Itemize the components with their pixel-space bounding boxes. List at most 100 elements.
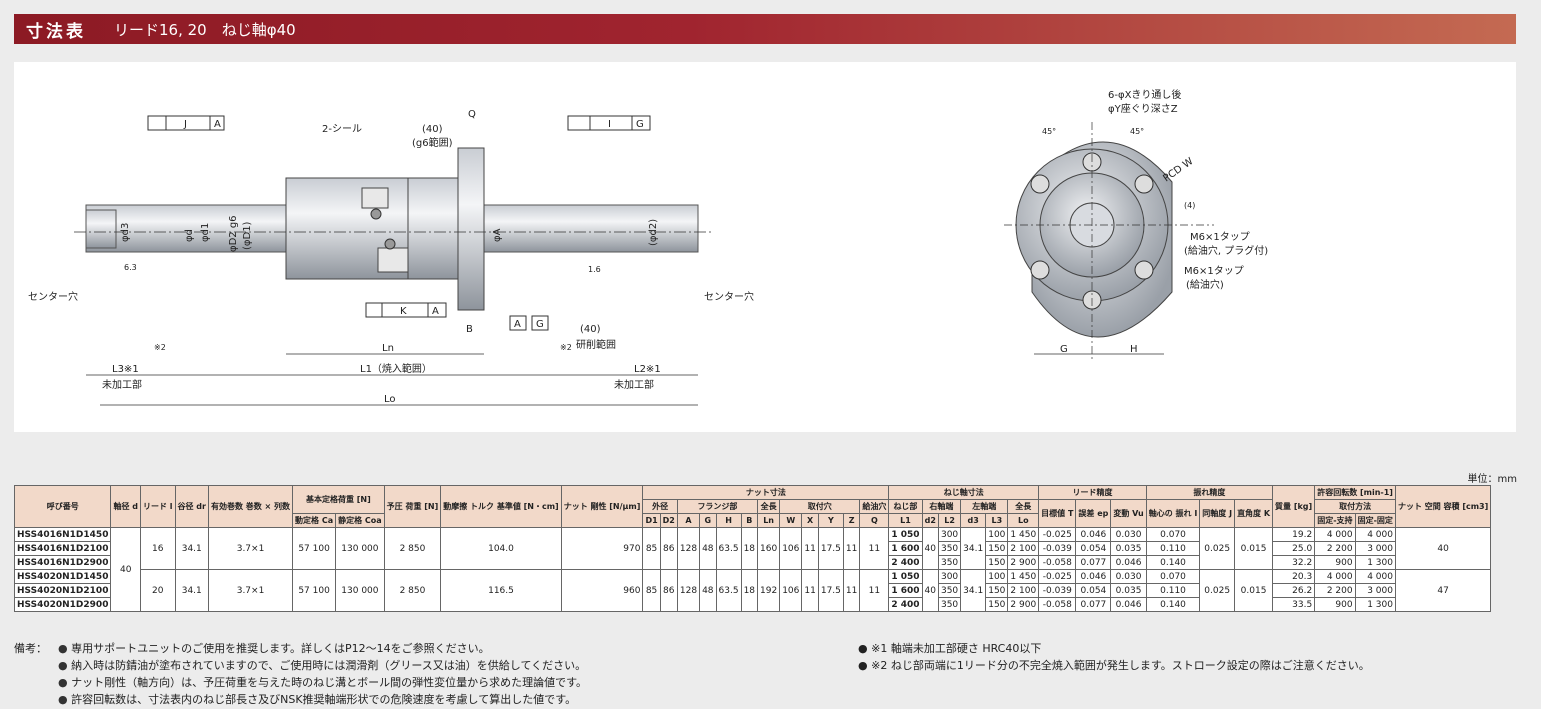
hdr-Q: Q xyxy=(859,513,890,528)
hdr-load: 基本定格荷重 [N] xyxy=(292,485,385,514)
unit-label: 単位：mm xyxy=(1467,474,1517,485)
table-cell: 2 850 xyxy=(383,569,442,612)
table-cell: -0.039 xyxy=(1038,583,1077,598)
table-cell: 11 xyxy=(859,569,890,612)
table-cell: 2 400 xyxy=(888,555,923,570)
hdr-flange: フランジ部 xyxy=(676,499,759,514)
hdr-left: 左軸端 xyxy=(960,499,1009,514)
nut-flange xyxy=(457,147,485,311)
table-cell: 2 100 xyxy=(1007,583,1040,598)
table-cell: 300 xyxy=(937,569,962,584)
note-item: 納入時は防錆油が塗布されていますので、ご使用時には潤滑剤（グリース又は油）を供給… xyxy=(58,657,587,674)
table-cell: -0.039 xyxy=(1038,541,1077,556)
hdr-total: 全長 xyxy=(757,499,781,514)
table-cell: 4 000 xyxy=(1314,569,1356,584)
table-cell: 20.3 xyxy=(1272,569,1316,584)
table-cell: 4 000 xyxy=(1354,527,1396,542)
table-cell: 32.2 xyxy=(1272,555,1316,570)
table-cell: 34.1 xyxy=(174,527,209,570)
tol-k-label: K xyxy=(400,306,407,317)
note-item: ※1 軸端未加工部硬さ HRC40以下 xyxy=(858,640,1370,657)
hdr-Lo: Lo xyxy=(1007,513,1040,528)
table-cell: -0.025 xyxy=(1038,569,1077,584)
table-cell: 1 600 xyxy=(888,541,923,556)
technical-drawing: J A I G K A 2-シール (40) (g6範囲) Q B A G (4… xyxy=(14,62,1516,432)
hdr-m1: 固定-支持 xyxy=(1314,513,1356,528)
left-shaft-end xyxy=(85,209,117,249)
table-cell: 2 850 xyxy=(383,527,442,570)
hdr-Y: Y xyxy=(817,513,844,528)
table-cell: 0.110 xyxy=(1145,541,1201,556)
table-cell: 17.5 xyxy=(817,527,844,570)
table-cell: 34.1 xyxy=(960,569,987,612)
table-cell: 0.054 xyxy=(1075,541,1112,556)
table-cell: 86 xyxy=(659,527,678,570)
table-cell: 0.046 xyxy=(1110,555,1147,570)
datum-g: G xyxy=(536,319,544,330)
table-cell: 350 xyxy=(937,555,962,570)
hdr-A: A xyxy=(676,513,701,528)
table-cell: 900 xyxy=(1314,597,1356,612)
hdr-total2: 全長 xyxy=(1007,499,1040,514)
hdr-lead-acc: リード精度 xyxy=(1038,485,1147,500)
table-cell: 0.015 xyxy=(1234,527,1274,570)
hdr-L1: L1 xyxy=(888,513,923,528)
table-cell: 85 xyxy=(642,527,661,570)
hdr-nut: ナット寸法 xyxy=(642,485,890,500)
hdr-rigidity: ナット 剛性 [N/μm] xyxy=(560,485,644,528)
hdr-right: 右軸端 xyxy=(921,499,962,514)
table-cell: 0.054 xyxy=(1075,583,1112,598)
hdr-space: ナット 空間 容積 [cm3] xyxy=(1394,485,1492,528)
table-cell: 57 100 xyxy=(292,569,337,612)
center-hole-right: センター穴 xyxy=(704,290,754,303)
table-cell: 0.110 xyxy=(1145,583,1201,598)
table-cell: 1 300 xyxy=(1354,555,1396,570)
table-cell: 40 xyxy=(1394,527,1492,570)
tap1-label: M6×1タップ xyxy=(1190,231,1250,243)
tap2-label: M6×1タップ xyxy=(1184,265,1244,277)
table-cell: 34.1 xyxy=(960,527,987,570)
table-cell: 116.5 xyxy=(440,569,562,612)
table-cell: 1 050 xyxy=(888,527,923,542)
hdr-B: B xyxy=(740,513,759,528)
unmachined-left: 未加工部 xyxy=(102,378,142,391)
tol-a-label: A xyxy=(214,119,221,130)
tol-i-label: I xyxy=(608,119,611,130)
table-cell: 130 000 xyxy=(335,527,385,570)
notes-left: 備考： 専用サポートユニットのご使用を推奨します。詳しくはP12〜14をご参照く… xyxy=(14,640,587,708)
table-cell: 106 xyxy=(779,527,803,570)
seal-label: 2-シール xyxy=(322,124,362,135)
note2-right: ※2 xyxy=(560,343,572,352)
table-cell: HSS4016N1D2100 xyxy=(13,541,112,556)
hdr-d2: d2 xyxy=(921,513,939,528)
hdr-Z: Z xyxy=(842,513,861,528)
table-cell: 3 000 xyxy=(1354,583,1396,598)
label-phi-d3: φd3 xyxy=(120,223,131,242)
table-cell: 350 xyxy=(937,541,962,556)
table-cell: 40 xyxy=(921,569,939,612)
table-cell: 0.077 xyxy=(1075,597,1112,612)
table-cell: 104.0 xyxy=(440,527,562,570)
oil-plug-icon xyxy=(370,208,382,220)
section-title: 寸法表 xyxy=(26,21,86,42)
g6-range-label: (g6範囲) xyxy=(412,136,453,149)
table-cell: 0.046 xyxy=(1075,569,1112,584)
table-cell: 25.0 xyxy=(1272,541,1316,556)
tol-frame-j: J A xyxy=(147,115,225,131)
table-cell: 63.5 xyxy=(715,527,742,570)
label-phi-a: φA xyxy=(492,228,503,242)
angle-45b: 45° xyxy=(1130,127,1144,136)
table-cell: 130 000 xyxy=(335,569,385,612)
table-cell: 2 900 xyxy=(1007,555,1040,570)
hdr-dr: 谷径 dr xyxy=(174,485,209,528)
nut-end xyxy=(407,177,459,280)
table-cell: 150 xyxy=(985,541,1009,556)
holes-label-2: φY座ぐり深さZ xyxy=(1108,102,1178,115)
hdr-ca: 動定格 Ca xyxy=(292,513,337,528)
table-cell: 26.2 xyxy=(1272,583,1316,598)
table-cell: 16 xyxy=(139,527,176,570)
tol-frame-k: K A xyxy=(365,302,447,318)
table-cell: 2 900 xyxy=(1007,597,1040,612)
table-cell: 0.030 xyxy=(1110,569,1147,584)
dim-ln: Ln xyxy=(382,343,394,354)
